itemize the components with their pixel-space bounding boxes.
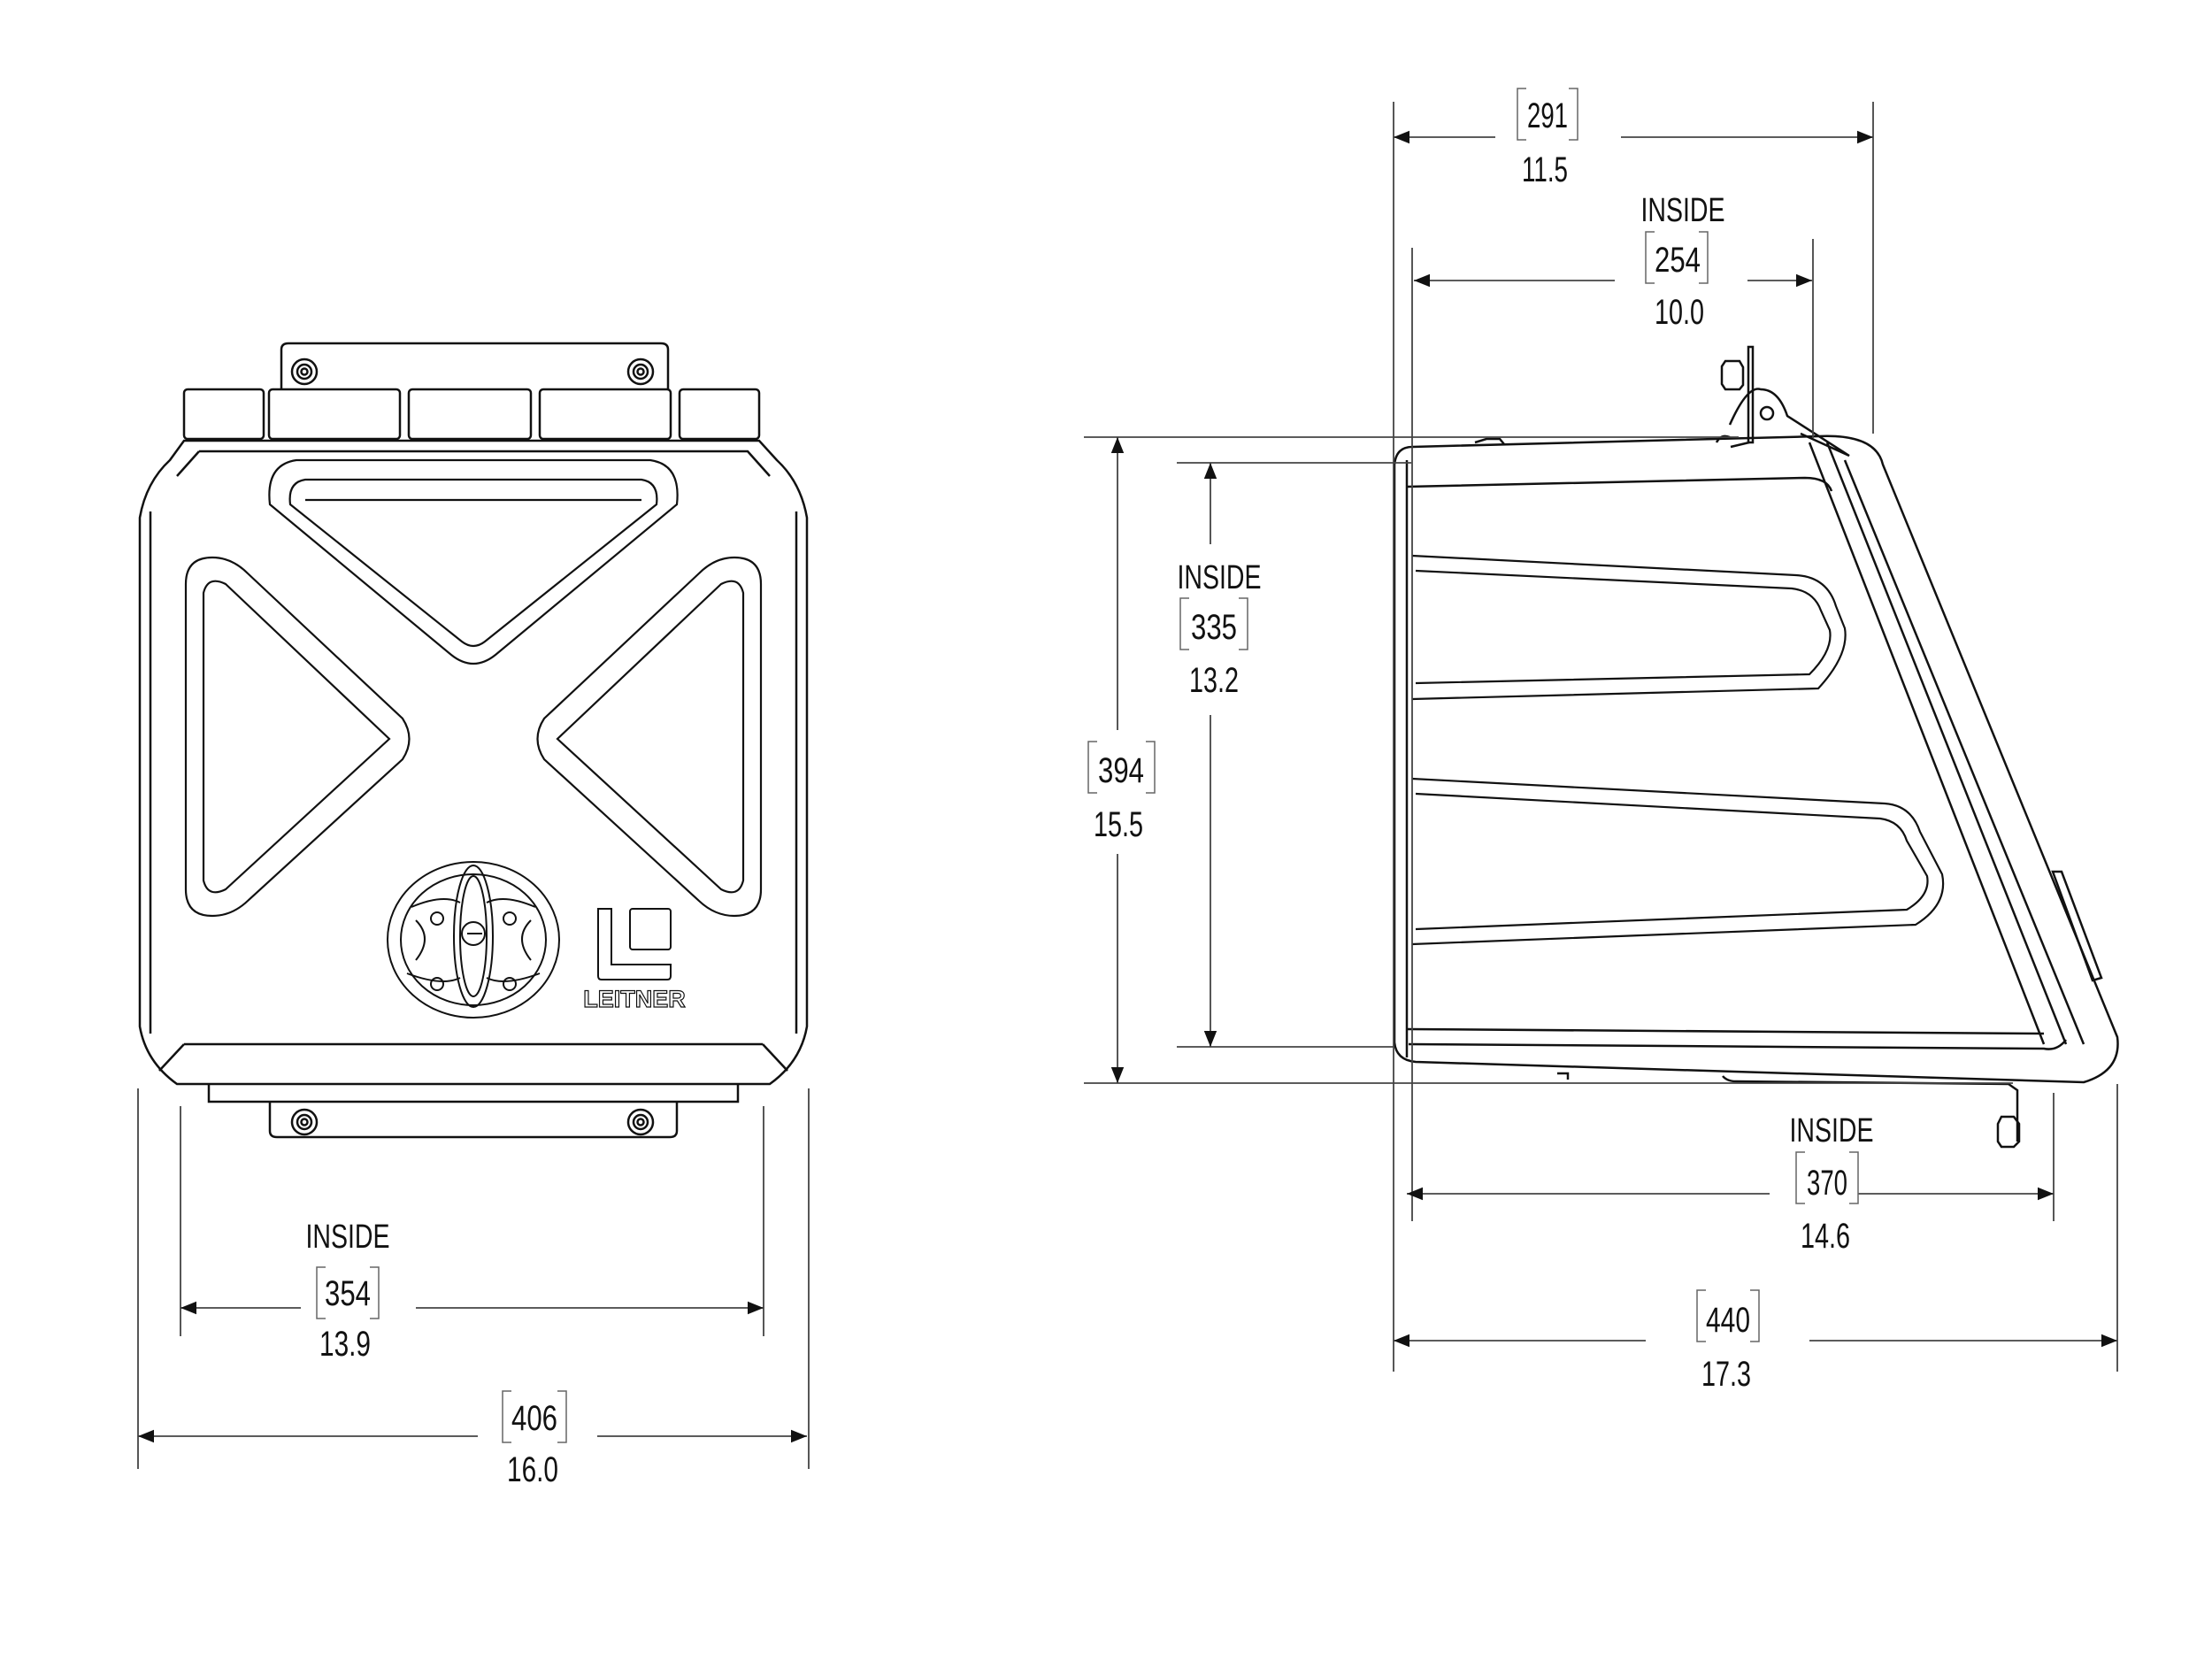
side-inside-top-depth-label: INSIDE	[1641, 192, 1725, 229]
dimension-lines	[137, 102, 2118, 1469]
top-hinge	[1728, 388, 1850, 457]
front-view	[138, 342, 809, 1139]
side-inside-top-depth-mm: 254	[1655, 241, 1701, 280]
side-inside-bottom-depth-mm: 370	[1807, 1164, 1847, 1203]
side-inside-height-mm: 335	[1191, 608, 1237, 647]
front-outside-width-in: 16.0	[507, 1450, 558, 1489]
front-inside-width-in: 13.9	[319, 1325, 371, 1364]
brand-logo-text: LEITNER	[583, 986, 686, 1012]
bottom-mounting-bracket	[207, 1084, 740, 1139]
side-top-depth-mm: 291	[1527, 96, 1568, 135]
side-inside-bottom-depth-in: 14.6	[1801, 1217, 1850, 1256]
front-inside-width-label: INSIDE	[306, 1219, 390, 1256]
x-recess-pattern	[184, 458, 763, 918]
front-body-outline	[138, 439, 809, 1086]
side-inside-height-label: INSIDE	[1178, 559, 1262, 596]
side-inside-top-depth-in: 10.0	[1655, 293, 1704, 332]
side-ribs	[1411, 554, 1945, 946]
side-outside-height-in: 15.5	[1094, 805, 1143, 844]
side-bottom-depth-in: 17.3	[1701, 1355, 1751, 1394]
side-view	[1393, 345, 2119, 1149]
lock-handle-icon	[387, 861, 560, 1019]
side-inside-height-in: 13.2	[1189, 661, 1239, 700]
side-body-outline	[1393, 434, 2119, 1084]
top-mounting-bracket	[280, 342, 670, 389]
front-outside-width-mm: 406	[511, 1399, 557, 1438]
leitner-logo-icon	[597, 908, 672, 980]
side-bottom-depth-mm: 440	[1706, 1301, 1750, 1340]
front-inside-width-mm: 354	[325, 1274, 371, 1313]
side-outside-height-mm: 394	[1098, 751, 1144, 790]
side-top-depth-in: 11.5	[1522, 150, 1568, 189]
side-inside-bottom-depth-label: INSIDE	[1790, 1112, 1874, 1149]
dimension-brackets	[316, 88, 1859, 1443]
hinge-blocks	[182, 388, 761, 441]
